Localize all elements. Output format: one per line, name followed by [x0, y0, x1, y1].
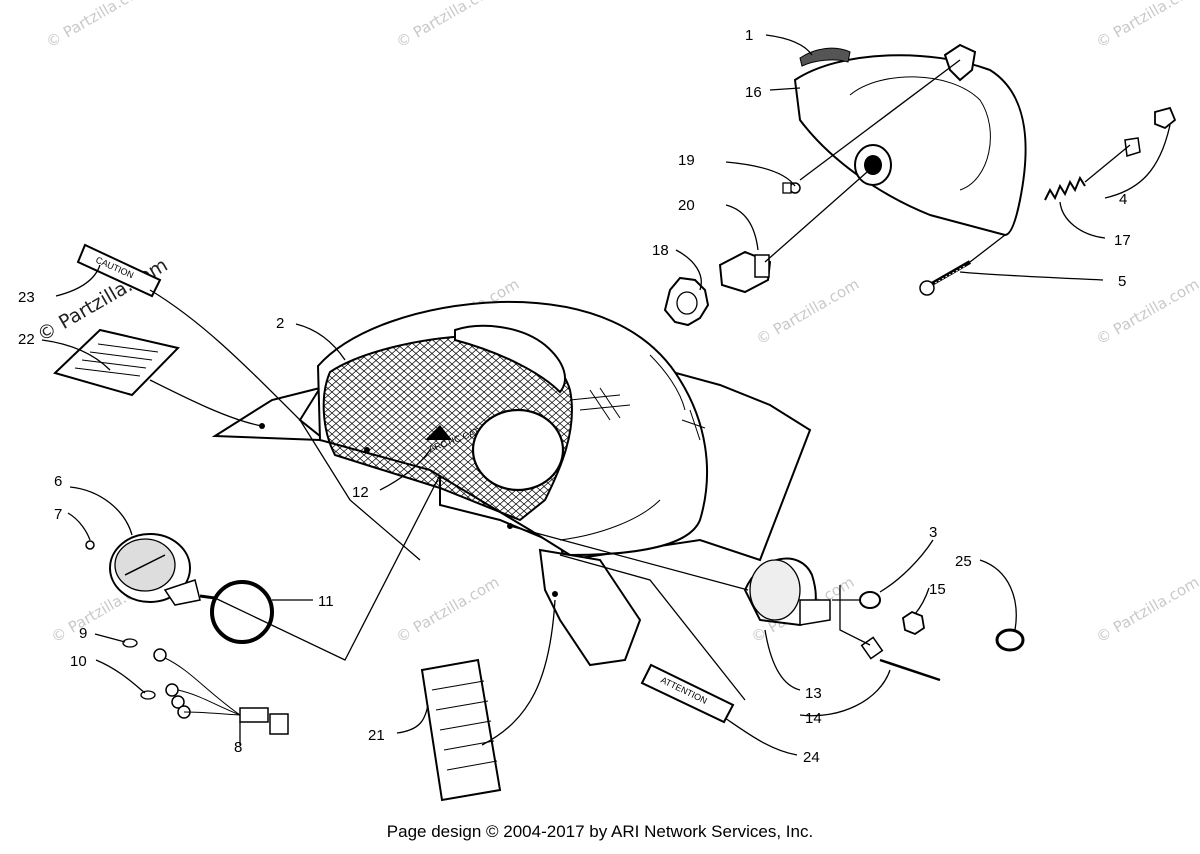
clip-bracket-part	[1124, 137, 1141, 157]
hood-part: ARCTIC CAT	[211, 300, 812, 667]
watermark: © Partzilla.com	[753, 275, 862, 348]
page-footer: Page design © 2004-2017 by ARI Network S…	[386, 822, 814, 841]
callout-21: 21	[368, 727, 385, 744]
callout-18: 18	[652, 242, 669, 259]
attention-decal-part: ATTENTION	[640, 663, 735, 724]
watermark: © Partzilla.com	[393, 0, 502, 51]
callout-2: 2	[276, 315, 284, 332]
callout-17: 17	[1114, 232, 1131, 249]
gauge-part	[743, 557, 831, 627]
callout-3: 3	[929, 524, 937, 541]
callout-labels: 1 2 3 4 5 6 7 8 9 10 11 12 13 14 15 16 1…	[18, 27, 1131, 766]
bezel-ring-part	[210, 580, 274, 644]
clamp-part	[995, 628, 1025, 652]
seal-strip-part	[799, 47, 851, 67]
nut-part	[902, 610, 925, 636]
callout-24: 24	[803, 749, 820, 766]
spring-part	[1044, 175, 1086, 201]
clip-part	[1154, 106, 1177, 130]
speedometer-screw-part	[85, 540, 95, 550]
speedometer-part	[109, 533, 216, 606]
callout-23: 23	[18, 289, 35, 306]
washer-part	[859, 591, 881, 609]
callout-10: 10	[70, 653, 87, 670]
callout-7: 7	[54, 506, 62, 523]
retaining-ring-part	[663, 276, 710, 327]
headlight-housing-part	[793, 43, 1027, 237]
headlight-opening	[471, 408, 565, 492]
watermark: © Partzilla.com	[43, 0, 152, 51]
warning-decal-part	[53, 328, 180, 397]
watermark: © Partzilla.com	[1093, 0, 1200, 51]
callout-16: 16	[745, 84, 762, 101]
callout-13: 13	[805, 685, 822, 702]
callout-20: 20	[678, 197, 695, 214]
callout-11: 11	[318, 593, 334, 610]
callout-19: 19	[678, 152, 695, 169]
callout-8: 8	[234, 739, 242, 756]
callout-5: 5	[1118, 273, 1126, 290]
headlight-bulb-part	[718, 250, 772, 294]
watermark: © Partzilla.com	[1093, 573, 1200, 646]
watermark: © Partzilla.com	[393, 573, 502, 646]
callout-9: 9	[79, 625, 87, 642]
small-screw-part	[782, 182, 801, 194]
callout-15: 15	[929, 581, 946, 598]
callout-22: 22	[18, 331, 35, 348]
callout-4: 4	[1119, 191, 1127, 208]
caution-decal-part: CAUTION	[76, 243, 162, 298]
adjust-screw-part	[919, 260, 971, 296]
wire-harness-part	[122, 638, 289, 735]
cable-part	[860, 636, 941, 682]
callout-14: 14	[805, 710, 822, 727]
watermark: © Partzilla.com	[1093, 275, 1200, 348]
callout-12: 12	[352, 484, 369, 501]
callout-25: 25	[955, 553, 972, 570]
leader-lines	[41, 34, 1171, 756]
vertical-decal-part	[420, 658, 502, 802]
callout-1: 1	[745, 27, 753, 44]
callout-6: 6	[54, 473, 62, 490]
